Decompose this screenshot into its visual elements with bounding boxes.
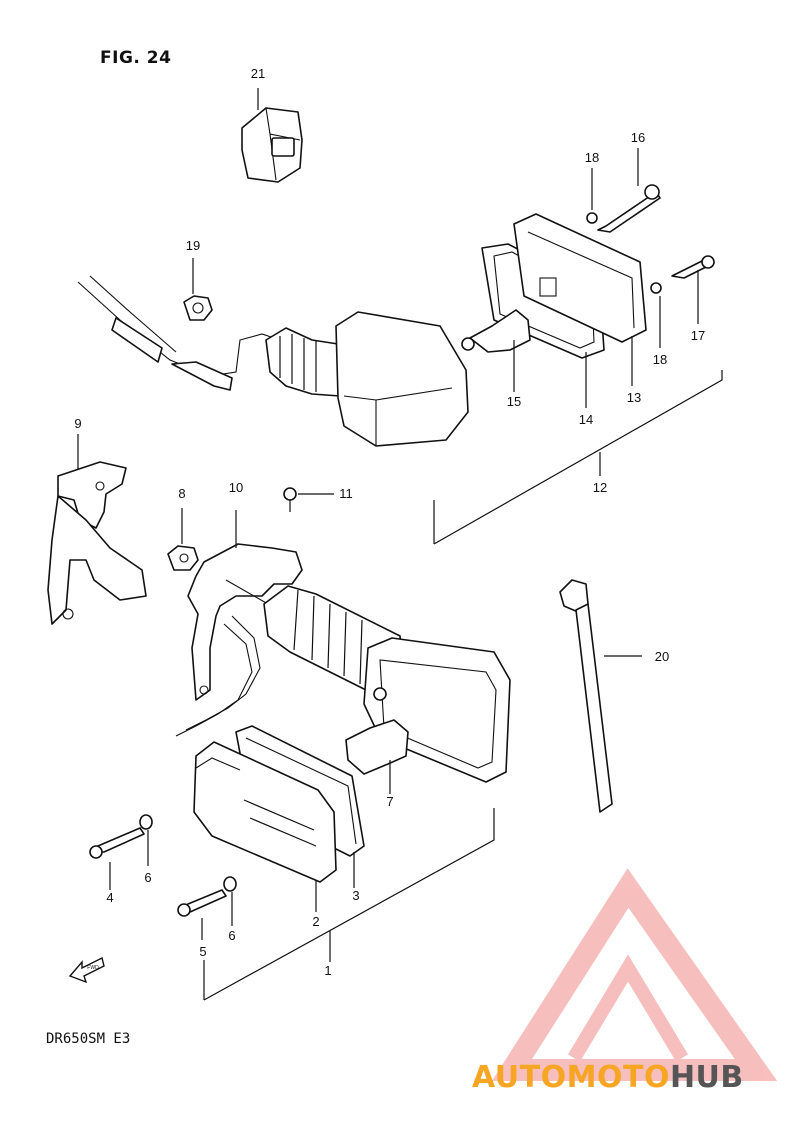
front-turn-signal-assembly [89, 510, 511, 1001]
part-8-nut [167, 508, 199, 571]
callout-14: 14 [579, 412, 593, 427]
callout-11: 11 [339, 486, 353, 501]
callout-10: 10 [229, 480, 243, 495]
callout-15: 15 [507, 394, 521, 409]
callout-13: 13 [627, 390, 641, 405]
forward-arrow-label: FWD [87, 965, 99, 971]
callout-2: 2 [312, 914, 319, 929]
callout-3: 3 [352, 888, 359, 903]
model-code: DR650SM E3 [46, 1031, 131, 1047]
callout-8: 8 [178, 486, 185, 501]
part-21-relay [241, 88, 303, 183]
callout-6a: 6 [144, 870, 151, 885]
part-11-screw [283, 487, 334, 512]
callout-5: 5 [199, 944, 206, 959]
part-9-bracket [47, 434, 147, 625]
callout-4: 4 [106, 890, 113, 905]
watermark-text-part2: HUB [669, 1060, 744, 1095]
callout-19: 19 [186, 238, 200, 253]
callout-20: 20 [655, 649, 669, 664]
watermark-text: AUTOMOTOHUB [472, 1060, 744, 1095]
forward-arrow-icon: FWD [68, 956, 105, 984]
part-19-nut [183, 258, 213, 321]
callout-18b: 18 [653, 352, 667, 367]
callout-18a: 18 [585, 150, 599, 165]
watermark-text-part1: AUTOMOTO [472, 1060, 670, 1095]
part-20-cable-tie [559, 579, 642, 813]
callout-16: 16 [631, 130, 645, 145]
callout-9: 9 [74, 416, 81, 431]
callout-labels: 1 2 3 4 5 6 6 7 8 9 10 11 12 13 14 15 16… [74, 66, 705, 978]
callout-21: 21 [251, 66, 265, 81]
callout-12: 12 [593, 480, 607, 495]
figure-title: FIG. 24 [100, 48, 172, 68]
callout-6b: 6 [228, 928, 235, 943]
rear-turn-signal-assembly [77, 148, 723, 545]
callout-17: 17 [691, 328, 705, 343]
callout-1: 1 [324, 963, 331, 978]
triangle-logo-icon [491, 868, 778, 1081]
callout-7: 7 [386, 794, 393, 809]
